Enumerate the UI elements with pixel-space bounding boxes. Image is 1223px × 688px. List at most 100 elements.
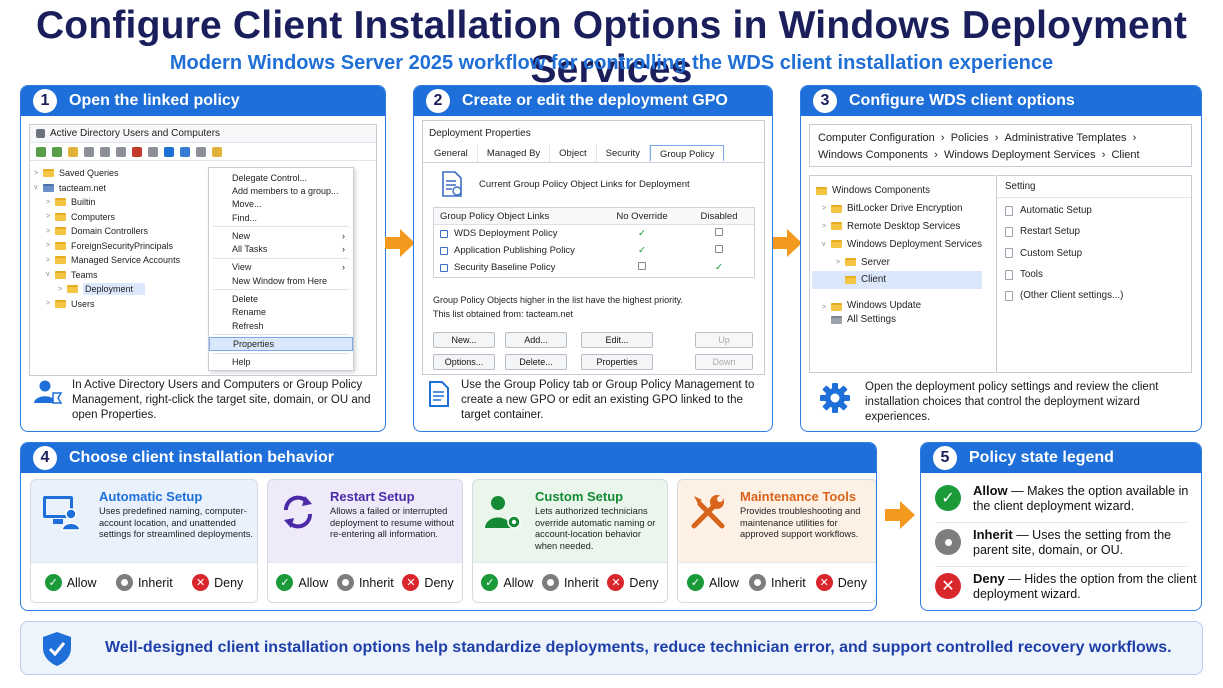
tree-item[interactable]: >Server xyxy=(836,256,890,268)
menu-item[interactable]: Find... xyxy=(209,211,353,224)
check-circle-icon: ✓ xyxy=(44,574,62,591)
breadcrumb-item[interactable]: Windows Deployment Services xyxy=(943,149,1096,161)
check-circle-icon: ✓ xyxy=(935,485,961,511)
state-allow[interactable]: ✓Allow xyxy=(687,574,739,591)
setting-item[interactable]: (Other Client settings...) xyxy=(1005,285,1183,306)
filter-icon[interactable] xyxy=(196,146,206,157)
forward-icon[interactable] xyxy=(52,146,62,157)
state-allow[interactable]: ✓Allow xyxy=(44,574,97,591)
state-allow[interactable]: ✓Allow xyxy=(481,574,533,591)
state-allow[interactable]: ✓Allow xyxy=(276,574,328,591)
step-number: 5 xyxy=(933,446,957,470)
setting-item[interactable]: Restart Setup xyxy=(1005,221,1183,242)
gpedit-path: Computer Configuration › Policies › Admi… xyxy=(809,124,1192,167)
table-row[interactable]: Security Baseline Policy ✓ xyxy=(434,259,754,276)
menu-item[interactable]: New Window from Here xyxy=(209,274,353,287)
unchecked-box[interactable] xyxy=(638,262,646,270)
setting-item[interactable]: Automatic Setup xyxy=(1005,200,1183,221)
down-button[interactable]: Down xyxy=(695,354,753,370)
tree-item[interactable]: Windows Components xyxy=(816,182,982,200)
state-label: Inherit xyxy=(563,575,599,590)
tab-object[interactable]: Object xyxy=(550,145,597,162)
ou-icon[interactable] xyxy=(212,146,222,157)
state-deny[interactable]: ✕Deny xyxy=(607,574,659,591)
state-deny[interactable]: ✕Deny xyxy=(815,574,867,591)
setting-item[interactable]: Custom Setup xyxy=(1005,243,1183,264)
tree-item-selected[interactable]: >Deployment xyxy=(34,282,180,297)
tree-item[interactable]: >Windows Update xyxy=(822,299,922,311)
state-deny[interactable]: ✕Deny xyxy=(402,574,454,591)
add-button[interactable]: Add... xyxy=(505,332,567,348)
state-inherit[interactable]: Inherit xyxy=(541,574,599,591)
unchecked-box[interactable] xyxy=(715,228,723,236)
menu-item[interactable]: Delegate Control... xyxy=(209,171,353,184)
tree-item[interactable]: >Computers xyxy=(46,211,116,222)
menu-item[interactable]: View› xyxy=(209,261,353,274)
menu-item[interactable]: New› xyxy=(209,229,353,242)
users-icon[interactable] xyxy=(180,146,190,157)
delete-icon[interactable] xyxy=(132,146,142,157)
tree-item[interactable]: >Builtin xyxy=(46,197,96,208)
tree-item[interactable]: >Saved Queries xyxy=(34,168,119,179)
tree-label: Server xyxy=(861,256,890,268)
tree-item[interactable]: >Users xyxy=(46,298,95,309)
check-icon[interactable]: ✓ xyxy=(638,228,646,239)
refresh-icon[interactable] xyxy=(148,146,158,157)
state-inherit[interactable]: Inherit xyxy=(336,574,394,591)
breadcrumb-item[interactable]: Administrative Templates xyxy=(1004,132,1127,144)
menu-item[interactable]: All Tasks› xyxy=(209,242,353,255)
menu-item[interactable]: Rename xyxy=(209,306,353,319)
setting-item[interactable]: Tools xyxy=(1005,264,1183,285)
breadcrumb-item[interactable]: Windows Components xyxy=(818,149,929,161)
table-row[interactable]: WDS Deployment Policy ✓ xyxy=(434,225,754,242)
delete-button[interactable]: Delete... xyxy=(505,354,567,370)
menu-item[interactable]: Move... xyxy=(209,198,353,211)
menu-item[interactable]: Refresh xyxy=(209,319,353,332)
page-subtitle: Modern Windows Server 2025 workflow for … xyxy=(169,52,1054,74)
tree-item[interactable]: >BitLocker Drive Encryption xyxy=(822,203,963,215)
check-icon[interactable]: ✓ xyxy=(638,245,646,256)
menu-item[interactable]: Delete xyxy=(209,292,353,305)
help-icon[interactable] xyxy=(164,146,174,157)
copy-icon[interactable] xyxy=(100,146,110,157)
breadcrumb-item[interactable]: Computer Configuration xyxy=(818,132,935,144)
state-inherit[interactable]: Inherit xyxy=(748,574,806,591)
state-label: Allow xyxy=(503,575,534,590)
new-button[interactable]: New... xyxy=(433,332,495,348)
tree-item[interactable]: >Domain Controllers xyxy=(46,226,149,237)
back-icon[interactable] xyxy=(36,146,46,157)
tab-group-policy[interactable]: Group Policy xyxy=(649,145,725,162)
up-button[interactable]: Up xyxy=(695,332,753,348)
unchecked-box[interactable] xyxy=(715,245,723,253)
folder-icon[interactable] xyxy=(68,146,78,157)
tab-security[interactable]: Security xyxy=(597,145,650,162)
properties-button[interactable]: Properties xyxy=(581,354,653,370)
tree-item[interactable]: >Managed Service Accounts xyxy=(46,255,181,266)
menu-item[interactable]: Help xyxy=(209,356,353,369)
check-icon[interactable]: ✓ xyxy=(715,262,723,273)
properties-icon[interactable] xyxy=(84,146,94,157)
menu-item[interactable]: Add members to a group... xyxy=(209,184,353,197)
tree-item[interactable]: All Settings xyxy=(816,311,982,329)
options-button[interactable]: Options... xyxy=(433,354,495,370)
paste-icon[interactable] xyxy=(116,146,126,157)
tab-managed-by[interactable]: Managed By xyxy=(478,145,551,162)
breadcrumb-item[interactable]: Client xyxy=(1111,149,1140,161)
tree-item[interactable]: >ForeignSecurityPrincipals xyxy=(46,240,174,251)
breadcrumb-item[interactable]: Policies xyxy=(950,132,989,144)
menu-item-properties[interactable]: Properties xyxy=(209,337,353,351)
table-row[interactable]: Application Publishing Policy ✓ xyxy=(434,242,754,259)
edit-button[interactable]: Edit... xyxy=(581,332,653,348)
state-deny[interactable]: ✕Deny xyxy=(192,574,243,591)
state-inherit[interactable]: Inherit xyxy=(115,574,173,591)
tab-general[interactable]: General xyxy=(425,145,478,162)
tree-item[interactable]: >Remote Desktop Services xyxy=(822,220,961,232)
tree-item-selected[interactable]: Client xyxy=(812,270,982,289)
